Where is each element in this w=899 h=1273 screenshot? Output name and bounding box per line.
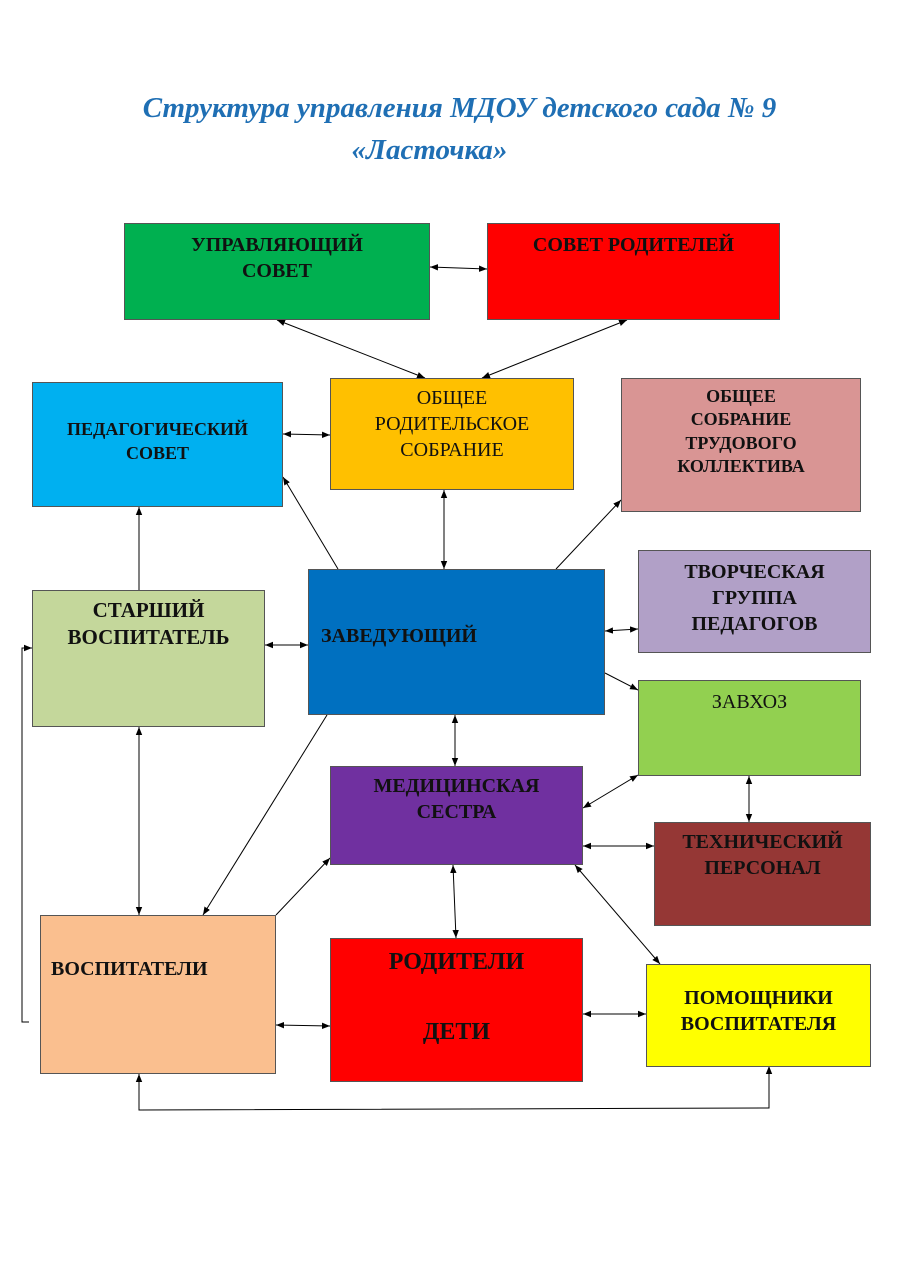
link-zaved-obshtrud (555, 499, 622, 570)
box-roditeli-deti: РОДИТЕЛИ ДЕТИ (330, 938, 583, 1082)
box-tvorcheskaya-gruppa-pedagogov: ТВОРЧЕСКАЯ ГРУППА ПЕДАГОГОВ (638, 550, 871, 653)
box-tekhnicheskiy-personal: ТЕХНИЧЕСКИЙ ПЕРСОНАЛ (654, 822, 871, 926)
link-zaved-zavhoz (604, 672, 639, 691)
box-obshchee-roditelskoe-sobranie: ОБЩЕЕ РОДИТЕЛЬСКОЕ СОБРАНИЕ (330, 378, 574, 490)
link-upravl-sovetrod (429, 264, 488, 272)
link-sovetrod-obshrod (481, 319, 628, 379)
link-zaved-vospit (202, 714, 328, 916)
link-vospit-roditeli (275, 1021, 331, 1030)
box-upravlyayushchiy-sovet: УПРАВЛЯЮЩИЙ СОВЕТ (124, 223, 430, 320)
box-label: ТЕХНИЧЕСКИЙ ПЕРСОНАЛ (682, 831, 843, 879)
box-starshiy-vospitatel: СТАРШИЙ ВОСПИТАТЕЛЬ (32, 590, 265, 727)
box-label: ОБЩЕЕ РОДИТЕЛЬСКОЕ СОБРАНИЕ (374, 387, 530, 461)
diagram-title-line-1: Структура управления МДОУ детского сада … (142, 92, 777, 124)
link-zaved-tvorch (604, 626, 639, 634)
box-label: ОБЩЕЕ СОБРАНИЕ ТРУДОВОГО КОЛЛЕКТИВА (677, 386, 805, 477)
link-med-roditeli (450, 864, 459, 939)
box-label: СОВЕТ РОДИТЕЛЕЙ (532, 234, 735, 256)
link-med-zavhoz (582, 774, 639, 809)
link-zaved-pedsovet (282, 476, 339, 570)
box-pedagogicheskiy-sovet: ПЕДАГОГИЧЕСКИЙ СОВЕТ (32, 382, 283, 507)
box-zaveduyushchiy: ЗАВЕДУЮЩИЙ (308, 569, 605, 715)
box-sovet-roditeley: СОВЕТ РОДИТЕЛЕЙ (487, 223, 780, 320)
box-label: ПОМОЩНИКИ ВОСПИТАТЕЛЯ (680, 986, 837, 1035)
box-vospitateli: ВОСПИТАТЕЛИ (40, 915, 276, 1074)
link-upravl-obshrod (276, 319, 426, 379)
box-label-deti: ДЕТИ (422, 1019, 491, 1045)
box-label: ВОСПИТАТЕЛИ (51, 957, 208, 980)
box-label: УПРАВЛЯЮЩИЙ СОВЕТ (191, 234, 363, 282)
box-label: МЕДИЦИНСКАЯ СЕСТРА (373, 775, 540, 823)
link-pedsovet-obshrod (282, 430, 331, 439)
box-label: ТВОРЧЕСКАЯ ГРУППА ПЕДАГОГОВ (684, 561, 825, 635)
link-pomosh-vospit (135, 1066, 773, 1111)
link-left-loop (21, 644, 32, 1023)
link-vospit-med (275, 857, 331, 916)
box-zavhoz: ЗАВХОЗ (638, 680, 861, 776)
box-label: ПЕДАГОГИЧЕСКИЙ СОВЕТ (66, 419, 249, 463)
box-label: ЗАВЕДУЮЩИЙ (321, 625, 477, 647)
box-meditsinskaya-sestra: МЕДИЦИНСКАЯ СЕСТРА (330, 766, 583, 865)
diagram-title-line-2: «Ласточка» (351, 134, 508, 166)
link-med-pomosh (574, 864, 661, 965)
box-label: СТАРШИЙ ВОСПИТАТЕЛЬ (67, 598, 230, 650)
box-label: ЗАВХОЗ (711, 691, 788, 713)
box-label-roditeli: РОДИТЕЛИ (388, 949, 525, 975)
box-pomoshchniki-vospitatelya: ПОМОЩНИКИ ВОСПИТАТЕЛЯ (646, 964, 871, 1067)
box-obshchee-sobranie-trudovogo-kollektiva: ОБЩЕЕ СОБРАНИЕ ТРУДОВОГО КОЛЛЕКТИВА (621, 378, 861, 512)
